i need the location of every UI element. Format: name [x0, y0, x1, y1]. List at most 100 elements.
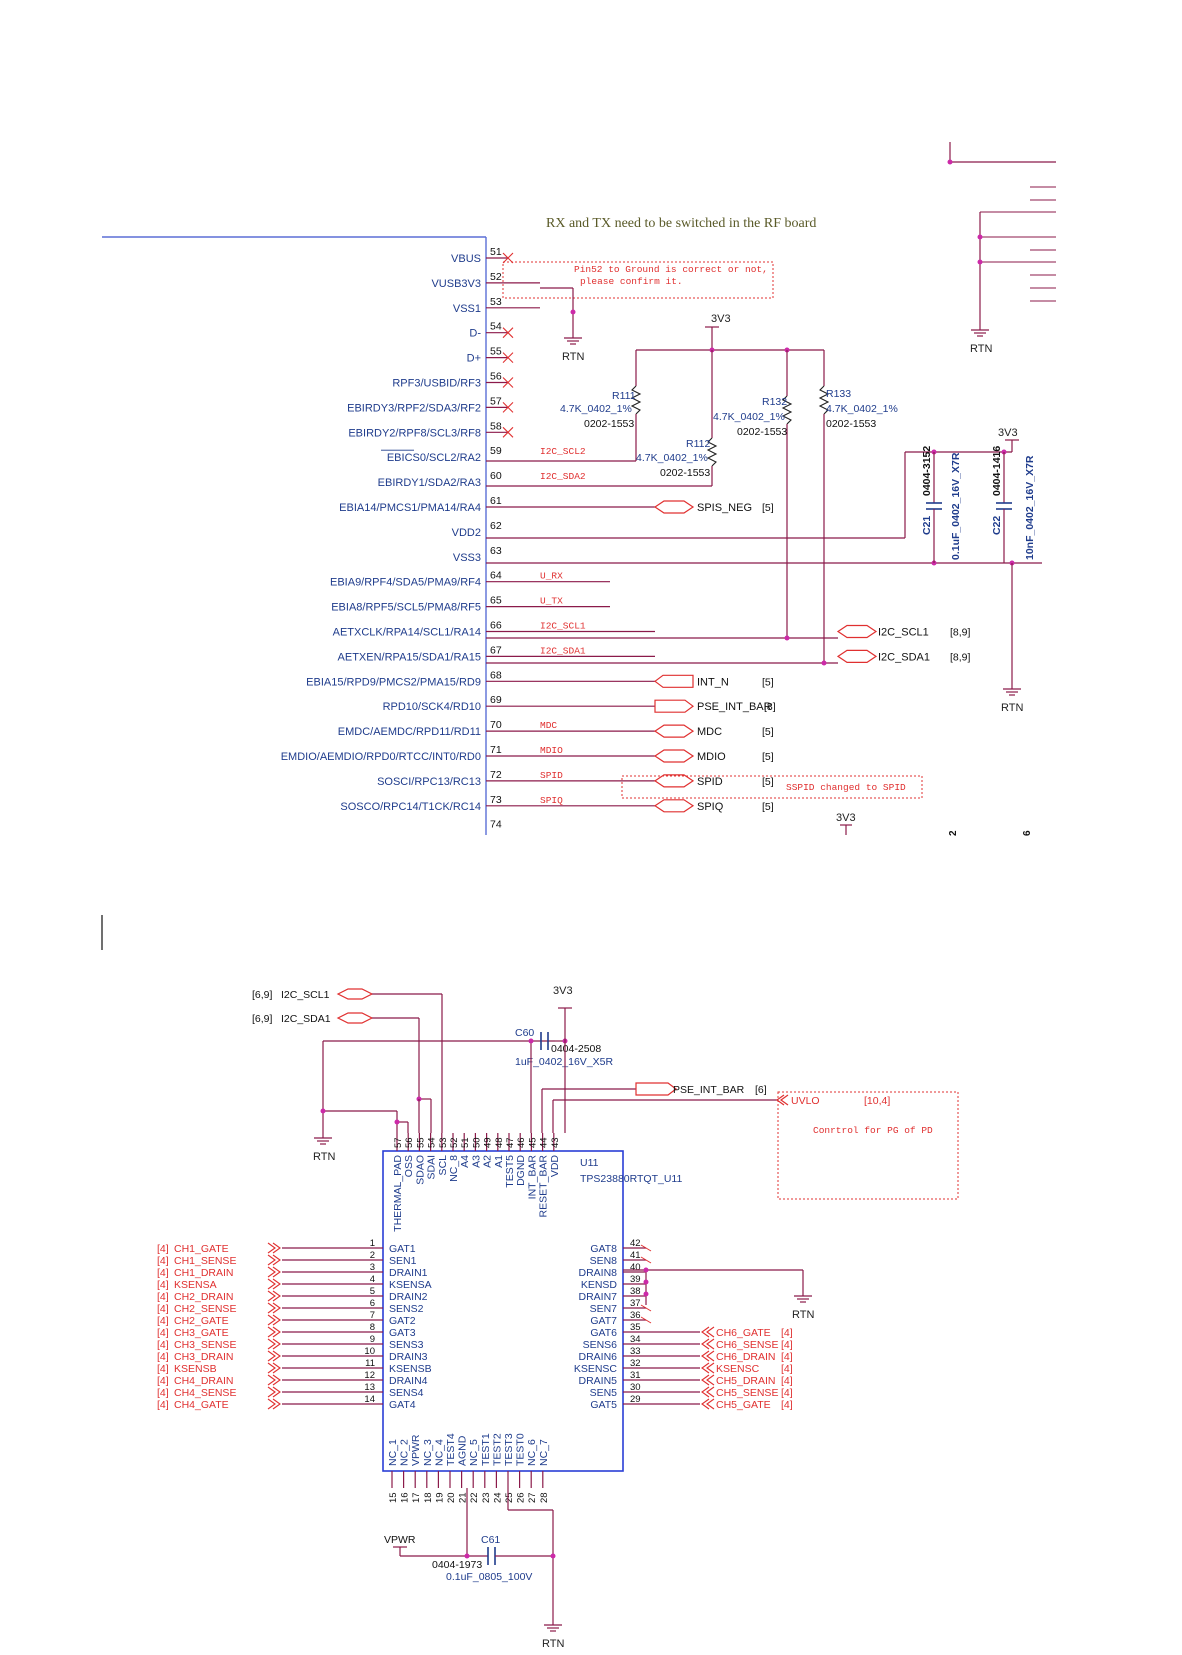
mcu-pin-list: VBUS51VUSB3V352VSS153D-54D+55RPF3/USBID/… [281, 246, 971, 831]
mcu-pin-number: 70 [490, 719, 502, 731]
c60-part: 0404-2508 [551, 1043, 601, 1055]
u11-left-net-label: CH1_SENSE [174, 1255, 236, 1267]
u11-left-pin-name: DRAIN1 [389, 1267, 428, 1279]
u11-top-pin-name: INT_BAR [526, 1155, 538, 1200]
u11-top-pin-name: TEST5 [504, 1155, 516, 1188]
u11-bottom-pin-name: NC_2 [399, 1439, 411, 1466]
c60-ref: C60 [515, 1027, 534, 1039]
u11-right-pin-name: GAT6 [590, 1327, 617, 1339]
rx-tx-note: RX and TX need to be switched in the RF … [546, 216, 816, 231]
r111-value: 4.7K_0402_1% [560, 403, 632, 415]
uvlo-note-box [777, 1091, 959, 1200]
port-label: MDC [697, 726, 722, 738]
r112-value: 4.7K_0402_1% [636, 452, 708, 464]
u11-bottom-pin-number: 25 [504, 1492, 515, 1503]
r111-resistor [630, 385, 642, 415]
u11-right-pin-name: GAT7 [590, 1315, 617, 1327]
u11-right-pin-name: GAT5 [590, 1399, 617, 1411]
pin52-note-line2: please confirm it. [580, 276, 683, 287]
mcu-pin-number: 66 [490, 620, 502, 632]
u11-top-pin-name: RESET_BAR [538, 1155, 550, 1218]
c60-value: 1uF_0402_16V_X5R [515, 1056, 613, 1068]
u11-left-net-label: CH2_DRAIN [174, 1291, 234, 1303]
u11-left-pin-name: DRAIN4 [389, 1375, 428, 1387]
u11-bottom-pin-name: NC_1 [387, 1439, 399, 1466]
u11-left-net-ref: [4] [157, 1363, 169, 1375]
pse-int-bar-port [635, 1082, 677, 1096]
u11-left-net-label: CH3_GATE [174, 1327, 229, 1339]
u11-bottom-pin-number: 17 [411, 1492, 422, 1503]
u11-left-net-ref: [4] [157, 1339, 169, 1351]
r133-ref: R133 [826, 388, 851, 400]
c21-value: 0.1uF_0402_16V_X7R [950, 452, 962, 560]
u11-left-net-ref: [4] [157, 1267, 169, 1279]
u11-right-pin-name: SEN8 [590, 1255, 618, 1267]
mcu-pin-number: 62 [490, 520, 502, 532]
mcu-pin-name: EBIA15/RPD9/PMCS2/PMA15/RD9 [306, 676, 481, 688]
u11-bottom-pin-number: 24 [492, 1492, 503, 1503]
sspid-note-box [621, 775, 923, 799]
u11-right-pin-number: 37 [630, 1298, 641, 1309]
uvlo-ref: [10,4] [864, 1095, 890, 1107]
u11-right-net-label: CH5_DRAIN [716, 1375, 776, 1387]
u11-top-pin-number: 47 [505, 1137, 516, 1148]
pse-int-bar-label: PSE_INT_BAR [673, 1084, 745, 1096]
u11-top-pin-number: 49 [483, 1137, 494, 1148]
u11-pins: 57THERMAL_PAD56OSS55SDAO54SDAI53SCL52NC_… [157, 1133, 793, 1503]
u11-top-pin-name: THERMAL_PAD [392, 1155, 404, 1232]
mcu-pin-number: 60 [490, 470, 502, 482]
i2c-sda1-ref: [6,9] [252, 1013, 273, 1025]
c22-part: 0404-1416 [991, 446, 1003, 496]
u11-right-net-label: CH5_GATE [716, 1399, 771, 1411]
u11-top-pin-number: 52 [449, 1137, 460, 1148]
mcu-pin-name: EBIRDY2/RPF8/SCL3/RF8 [348, 427, 481, 439]
uvlo-note: Conrtrol for PG of PD [813, 1125, 933, 1136]
pse-int-bar-ref: [6] [755, 1084, 767, 1096]
u11-left-net-label: KSENSA [174, 1279, 217, 1291]
net-arrow [272, 1374, 281, 1386]
c22-value: 10nF_0402_16V_X7R [1024, 455, 1036, 560]
port-label: PSE_INT_BAR [697, 701, 772, 713]
mcu-pin-name: RPF3/USBID/RF3 [392, 378, 481, 390]
mcu-pin-name: VSS1 [453, 303, 481, 315]
mcu-pin-number: 65 [490, 595, 502, 607]
net-arrow [272, 1386, 281, 1398]
u11-right-net-label: CH5_SENSE [716, 1387, 778, 1399]
r112-ref: R112 [686, 438, 710, 450]
u11-left-pin-number: 4 [370, 1274, 375, 1285]
sspid-note: SSPID changed to SPID [786, 782, 906, 793]
u11-top-pin-number: 43 [550, 1137, 561, 1148]
u11-right-pin-number: 31 [630, 1370, 641, 1381]
u11-bottom-pin-name: TEST0 [515, 1433, 527, 1466]
i2c-scl1-ref: [6,9] [252, 989, 273, 1001]
u11-right-pin-number: 36 [630, 1310, 641, 1321]
v3-label-chip: 3V3 [553, 985, 573, 997]
edge-num-6: 6 [1022, 830, 1033, 836]
mcu-pin-number: 57 [490, 395, 502, 407]
r132-value: 4.7K_0402_1% [713, 411, 785, 423]
u11-top-pin-number: 55 [415, 1137, 426, 1148]
port-bidir [653, 774, 695, 788]
u11-right-net-ref: [4] [781, 1327, 793, 1339]
r132-ref: R132 [762, 396, 787, 408]
mcu-net-label: SPID [540, 770, 563, 781]
u11-left-pin-number: 2 [370, 1250, 375, 1261]
mcu-pin-number: 58 [490, 420, 502, 432]
c21-part: 0404-3152 [921, 446, 933, 496]
u11-left-net-ref: [4] [157, 1387, 169, 1399]
port-label: I2C_SDA1 [878, 651, 930, 663]
r132-part: 0202-1553 [737, 426, 787, 438]
u11-left-pin-number: 10 [364, 1346, 375, 1357]
mcu-pin-name: EBIA14/PMCS1/PMA14/RA4 [339, 502, 481, 514]
port-ref: [8,9] [950, 627, 971, 639]
rtn-label-top-1: RTN [562, 351, 584, 363]
u11-top-pin-number: 53 [438, 1137, 449, 1148]
u11-part: TPS23880RTQT_U11 [580, 1173, 682, 1185]
u11-left-net-ref: [4] [157, 1303, 169, 1315]
mcu-pin-number: 72 [490, 769, 502, 781]
net-arrow [701, 1386, 710, 1398]
u11-right-pin-name: SEN7 [590, 1303, 618, 1315]
r111-part: 0202-1553 [584, 418, 634, 430]
u11-right-pin-number: 42 [630, 1238, 641, 1249]
u11-left-pin-name: GAT1 [389, 1243, 416, 1255]
